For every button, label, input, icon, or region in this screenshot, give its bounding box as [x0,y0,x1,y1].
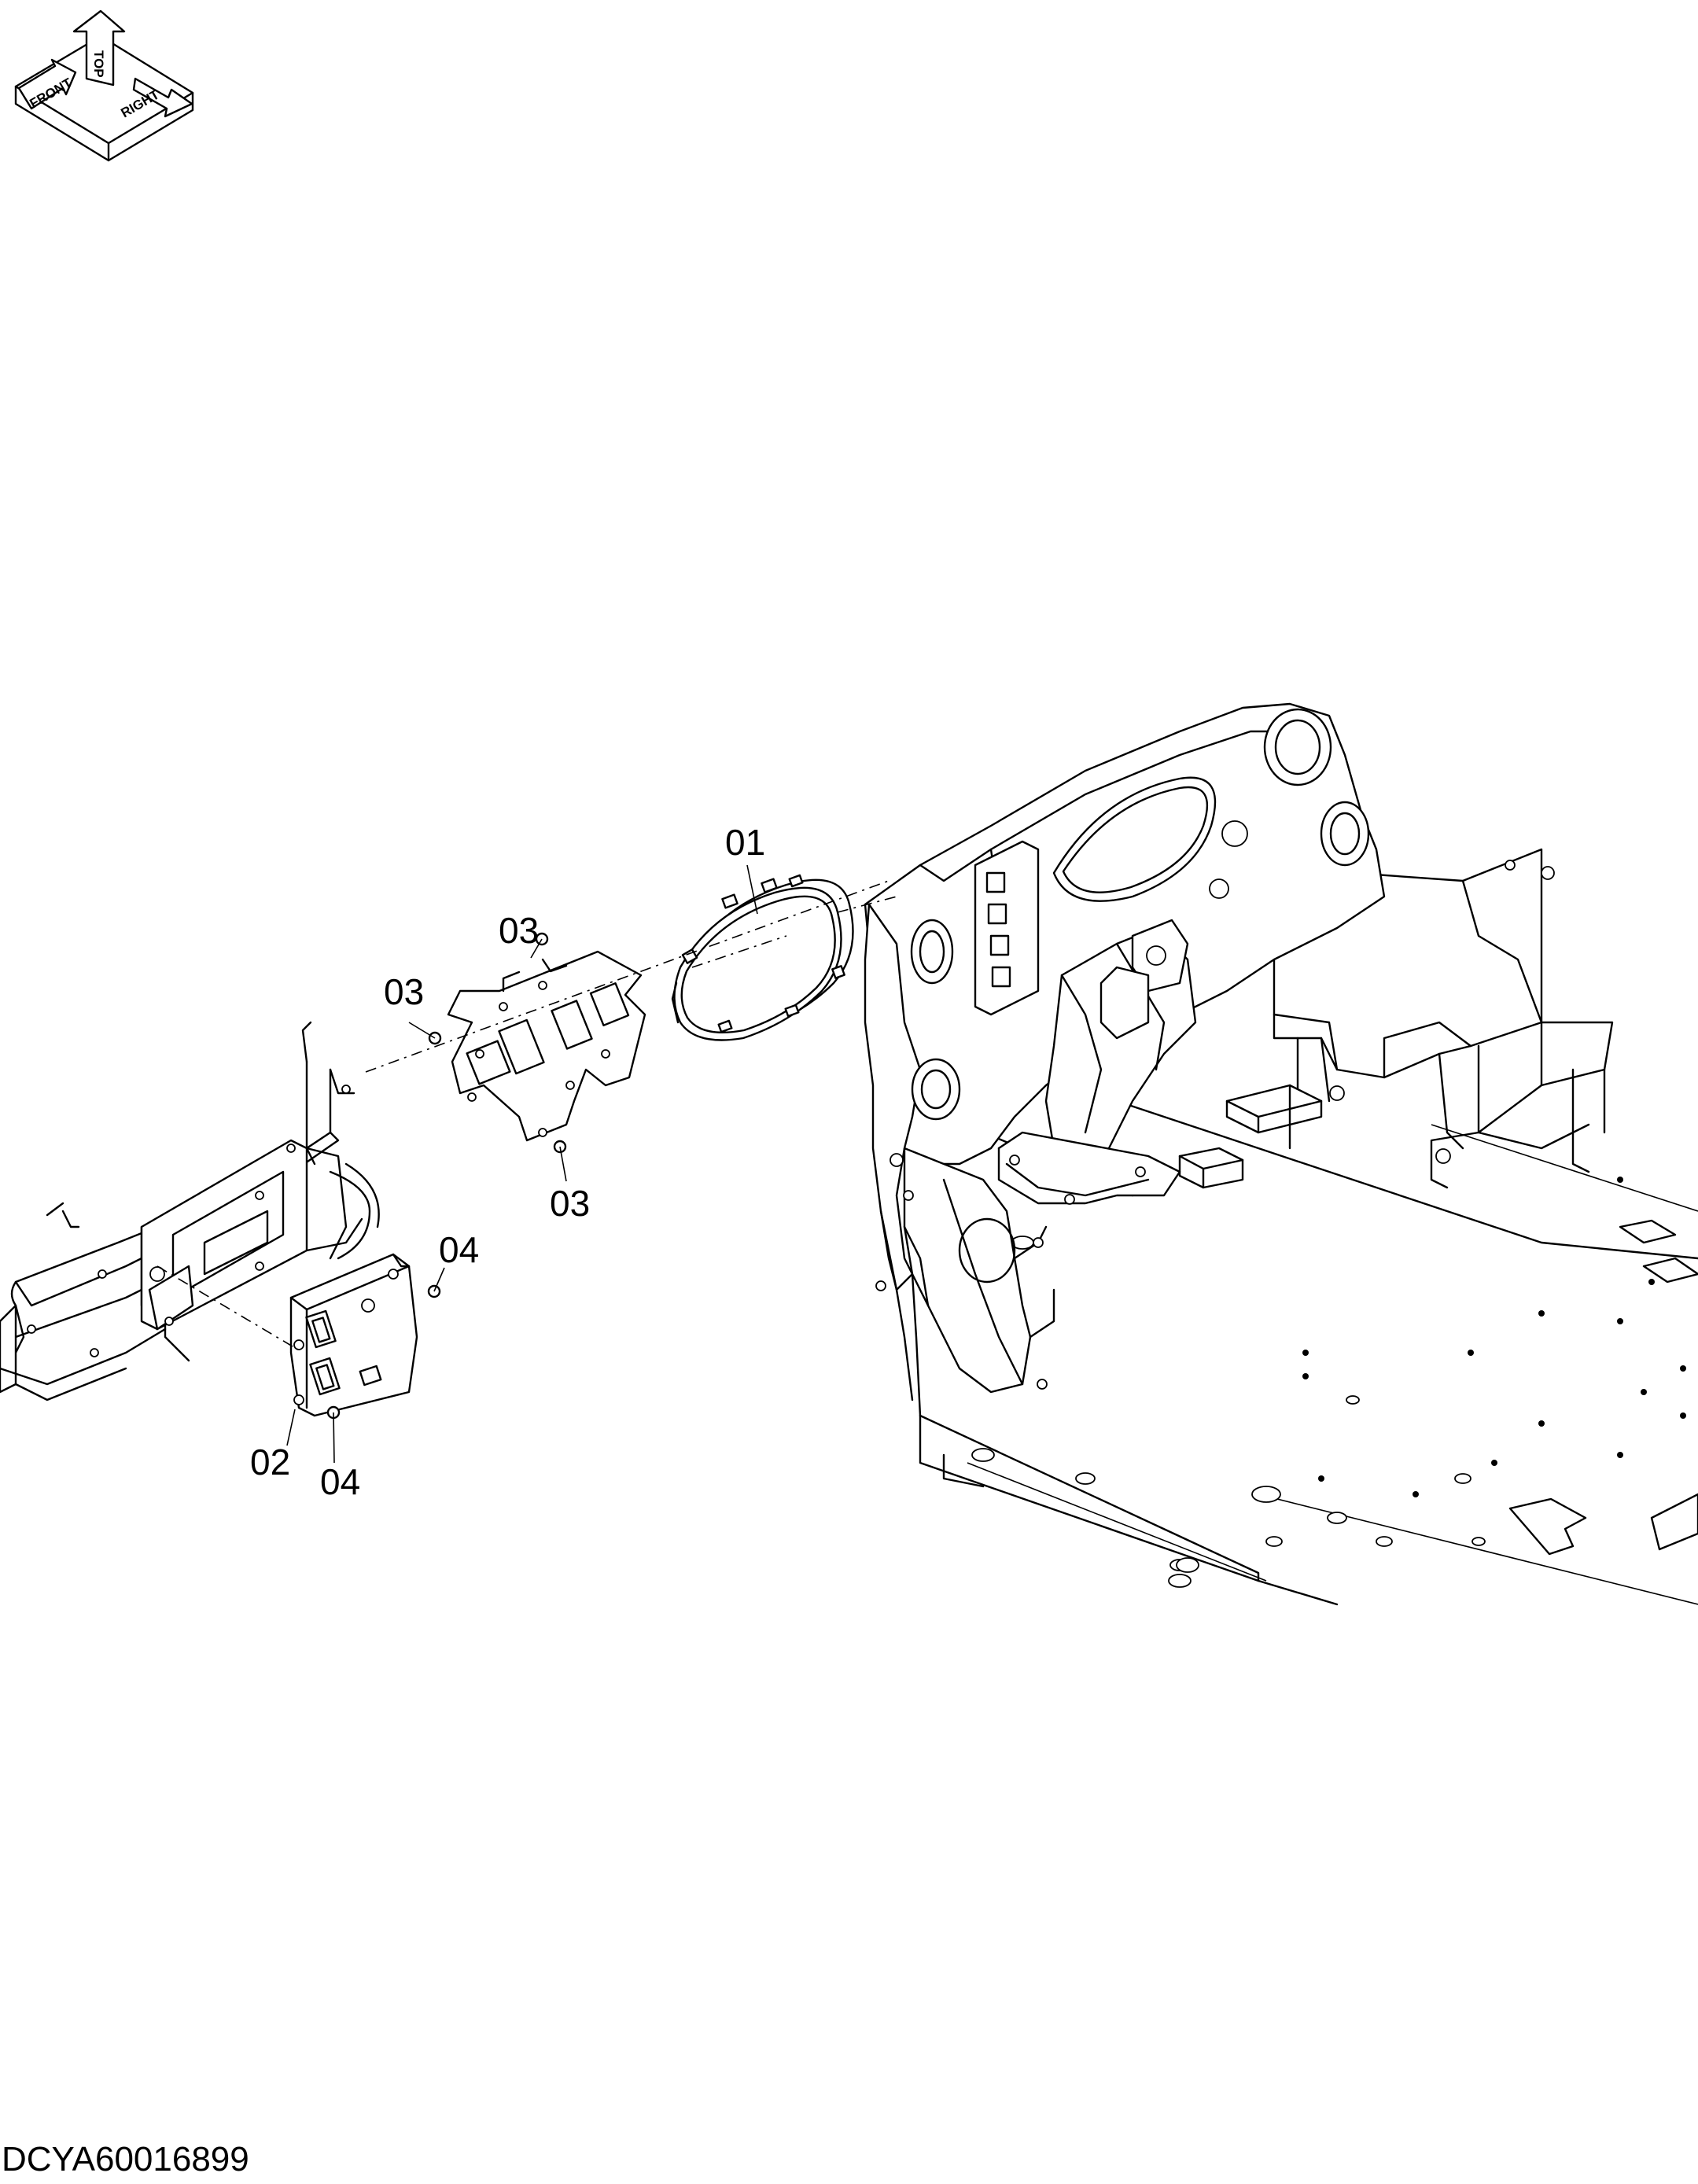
cab-floor-plate [919,1037,1698,1606]
document-id: DCYA60016899 [2,2140,249,2178]
callout-leaders [286,864,758,1464]
callout-03-left: 03 [384,971,424,1012]
orientation-indicator: FRONT TOP RIGHT [14,9,194,162]
callout-04-upper: 04 [439,1229,479,1270]
part-03-bracket-plate [447,950,646,1142]
assembly-centerlines [157,880,897,1347]
dashboard-console [864,702,1386,1417]
callout-04-lower: 04 [320,1461,360,1502]
callout-03-bottom: 03 [550,1183,590,1224]
callout-01: 01 [725,822,765,863]
callout-03-top: 03 [499,910,539,951]
part-02-controller-unit [289,1253,418,1417]
floor-blocks [1178,1084,1323,1189]
orientation-top-label: TOP [91,50,106,78]
callout-02: 02 [250,1442,290,1482]
callout-labels: 01 03 03 03 04 02 04 [250,822,765,1502]
part-01-gauge-cluster [671,874,854,1041]
